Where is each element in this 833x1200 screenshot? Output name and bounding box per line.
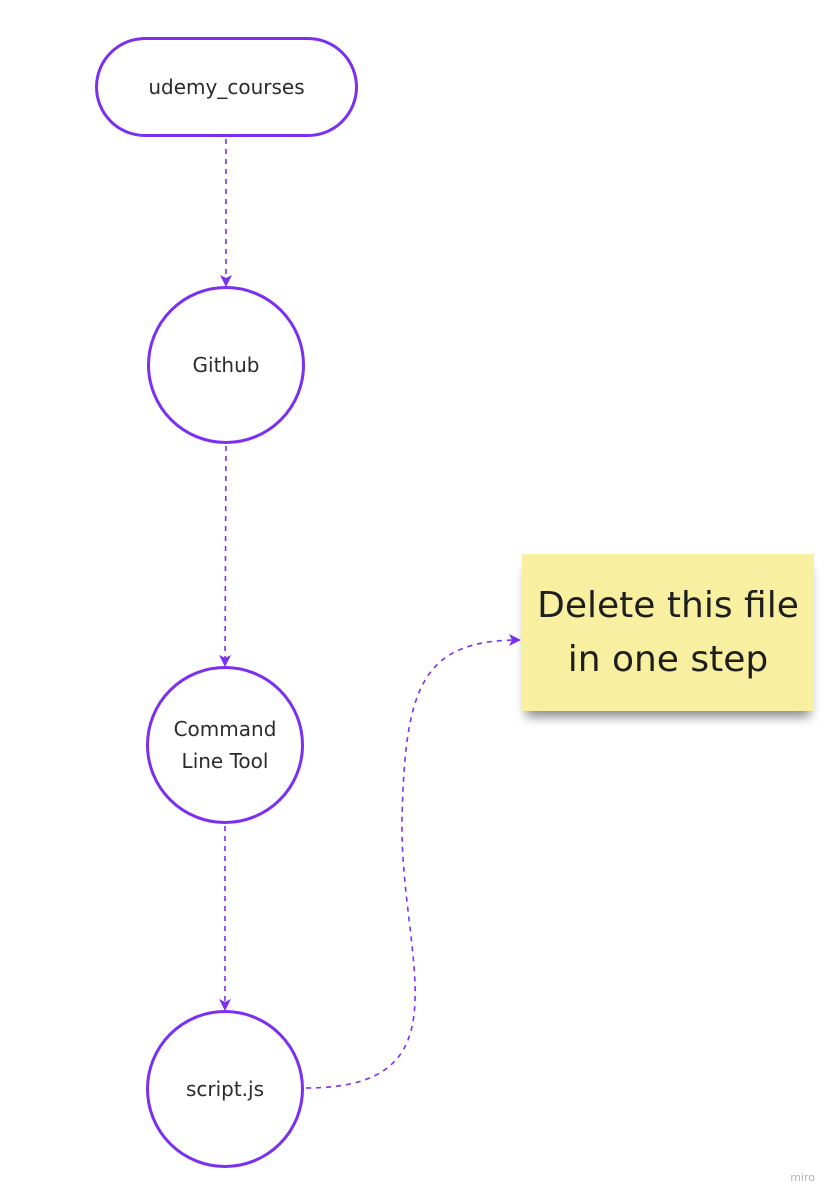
node-command-line-tool-label-line2: Line Tool <box>181 749 269 773</box>
node-github-label: Github <box>192 353 260 377</box>
sticky-note-line1: Delete this file <box>537 584 799 626</box>
node-command-line-tool-label-line1: Command <box>173 717 277 741</box>
sticky-note-text: Delete this file in one step <box>537 579 799 687</box>
sticky-note-line2: in one step <box>567 638 769 680</box>
edge-script-to-note <box>305 634 521 1089</box>
miro-watermark: miro <box>790 1171 815 1184</box>
edge-github-to-cli <box>219 445 232 667</box>
node-udemy-courses[interactable]: udemy_courses <box>95 37 358 137</box>
node-udemy-courses-label: udemy_courses <box>148 75 305 99</box>
node-github[interactable]: Github <box>147 286 305 444</box>
node-command-line-tool[interactable]: Command Line Tool <box>146 666 304 824</box>
node-script-js[interactable]: script.js <box>146 1010 304 1168</box>
node-script-js-label: script.js <box>185 1077 265 1101</box>
node-command-line-tool-label: Command Line Tool <box>174 713 277 777</box>
sticky-note[interactable]: Delete this file in one step <box>522 554 814 711</box>
